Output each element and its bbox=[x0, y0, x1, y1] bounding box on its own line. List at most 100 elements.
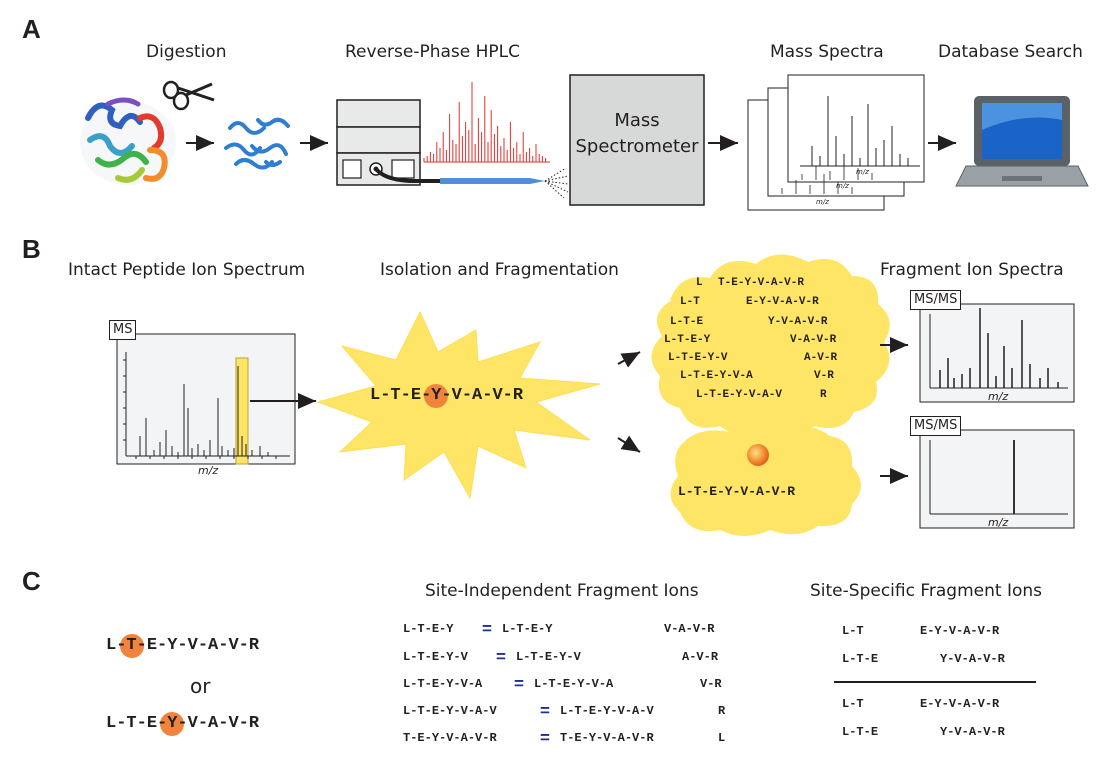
indep-left-row-residue: E bbox=[431, 650, 440, 664]
cloud-left-fragment-residue: E bbox=[690, 334, 698, 346]
indep-right-row-residue: R bbox=[718, 704, 726, 718]
indep-left-row-residue: E bbox=[431, 622, 440, 636]
indep-right-row-dash: - bbox=[703, 650, 711, 664]
indep-right-row: V-R bbox=[700, 677, 722, 691]
specific-bottom-right-residue: R bbox=[997, 725, 1005, 739]
msms-spectrum-box-bottom bbox=[919, 429, 1075, 529]
specific-top-left-residue: T bbox=[850, 649, 870, 669]
indep-mid-row-residue: L bbox=[534, 677, 542, 691]
cloud-left-fragment-residue: Y bbox=[729, 385, 748, 405]
indep-mid-row-residue: Y bbox=[571, 674, 591, 694]
indep-left-row: L-T-E-Y bbox=[403, 619, 453, 639]
burst-peptide: L-T-E-Y-V-A-V-R bbox=[370, 383, 523, 408]
indep-mid-row: L-T-E-Y-V-A-V bbox=[560, 701, 654, 721]
cloud-right-fragment-residue: A bbox=[770, 277, 778, 289]
indep-right-row-residue: V bbox=[692, 622, 701, 636]
indep-left-row-residue: Y bbox=[425, 728, 446, 748]
indep-left-row: L-T-E-Y-V bbox=[403, 647, 468, 667]
equals-sign: = bbox=[482, 619, 492, 638]
specific-top-left: L-T bbox=[842, 621, 870, 641]
specific-bottom-right-residue: R bbox=[992, 697, 1000, 711]
indep-left-row-residue: R bbox=[489, 731, 497, 745]
indep-mid-row: T-E-Y-V-A-V-R bbox=[553, 728, 654, 748]
cloud-right-fragment-residue: A bbox=[803, 334, 810, 346]
indep-right-row: R bbox=[718, 704, 725, 718]
cloud-left-fragment-dash: - bbox=[768, 389, 776, 401]
indep-left-row-dash: - bbox=[439, 731, 447, 745]
indep-left-row-residue: Y bbox=[446, 650, 454, 664]
indep-mid-row-residue: V bbox=[617, 704, 625, 718]
isolation-fragmentation-label: Isolation and Fragmentation bbox=[380, 260, 619, 280]
indep-mid-row-residue: E bbox=[544, 650, 553, 664]
indep-mid-row-residue: A bbox=[606, 677, 614, 691]
indep-mid-row-residue: Y bbox=[597, 701, 617, 721]
c-bottom-dash: - bbox=[157, 714, 168, 733]
equals-sign: = bbox=[540, 701, 550, 720]
site-independent-label: Site-Independent Fragment Ions bbox=[425, 581, 699, 601]
indep-right-row-dash: - bbox=[671, 622, 679, 636]
indep-mid-row-residue: V bbox=[632, 731, 640, 745]
protein-icon bbox=[80, 97, 176, 185]
indep-left-row-residue: V bbox=[460, 704, 468, 718]
cloud-left-fragment-dash: - bbox=[739, 370, 747, 382]
equals-sign: = bbox=[514, 674, 524, 693]
cloud-right-fragment-residue: V bbox=[781, 316, 788, 328]
specific-bottom-left-residue: T bbox=[856, 697, 864, 711]
indep-mid-row-dash: - bbox=[538, 622, 546, 636]
cloud-left-fragment-residue: L bbox=[680, 296, 687, 308]
specific-bottom-right-dash: - bbox=[947, 725, 955, 739]
cloud-right-fragment-dash: - bbox=[820, 370, 828, 382]
indep-left-row-residue: E bbox=[417, 731, 425, 745]
indep-mid-row-residue: E bbox=[574, 731, 582, 745]
indep-left-row-residue: A bbox=[475, 704, 483, 718]
burst-dash: - bbox=[380, 386, 391, 405]
cloud-right-fragment: R bbox=[820, 389, 827, 401]
burst-dash: - bbox=[421, 386, 432, 405]
cloud-left-fragment-dash: - bbox=[715, 389, 723, 401]
stack-mz-3: m/z bbox=[816, 198, 829, 206]
indep-mid-row-dash: - bbox=[567, 704, 575, 718]
stack-mz-1: m/z bbox=[856, 168, 869, 176]
cloud-right-fragment-dash: - bbox=[737, 277, 745, 289]
cloud-right-fragment-dash: - bbox=[809, 334, 817, 346]
seq-bottom: L-T-E-Y-V-A-V-R bbox=[106, 711, 260, 736]
c-top-dash: - bbox=[136, 636, 147, 655]
cloud-left-fragment-residue: L bbox=[668, 352, 675, 364]
cloud-left-fragment-dash: - bbox=[670, 334, 678, 346]
cloud-left-fragment-residue: L bbox=[670, 316, 677, 328]
cloud-left-fragment-residue: T bbox=[683, 316, 690, 328]
cloud-left-fragment-residue: A bbox=[746, 370, 753, 382]
cloud-right-fragment-residue: R bbox=[820, 389, 827, 401]
cloud-left-fragment-residue: L bbox=[680, 370, 687, 382]
specific-bottom-right-dash: - bbox=[976, 725, 984, 739]
arrow-fragment-top bbox=[617, 351, 641, 368]
indep-mid-row-residue: T bbox=[530, 650, 538, 664]
specific-top-left-dash: - bbox=[849, 652, 857, 666]
burst-dash: - bbox=[441, 386, 452, 405]
indep-left-row-residue: V bbox=[446, 731, 454, 745]
indep-mid-row-residue: R bbox=[646, 731, 654, 745]
indep-mid-row-residue: V bbox=[573, 650, 581, 664]
specific-bottom-left: L-T-E bbox=[842, 725, 878, 739]
c-top-dash: - bbox=[197, 636, 209, 655]
cloud-left-fragment: L-T-E-Y-V-A-V bbox=[696, 385, 782, 405]
cloud-left-fragment-residue: E bbox=[696, 316, 704, 328]
indep-left-row-residue: Y bbox=[446, 704, 454, 718]
msms-label-top: MS/MS bbox=[910, 290, 962, 310]
c-bottom-dash: - bbox=[197, 714, 209, 733]
specific-bottom-left-residue: L bbox=[842, 697, 850, 711]
indep-left-row-dash: - bbox=[482, 704, 490, 718]
specific-bottom-left-dash: - bbox=[849, 697, 857, 711]
indep-mid-row-residue: A bbox=[632, 704, 640, 718]
indep-left-row: L-T-E-Y-V-A-V bbox=[403, 701, 497, 721]
indep-left-row-dash: - bbox=[453, 650, 461, 664]
fragment-spectra-label: Fragment Ion Spectra bbox=[880, 260, 1064, 280]
specific-bottom-left-residue: T bbox=[856, 725, 864, 739]
c-bottom-dash: - bbox=[218, 714, 229, 733]
indep-left-row-dash: - bbox=[439, 622, 447, 636]
specific-bottom-right-residue: V bbox=[954, 725, 962, 739]
cloud-left-fragment-residue: E bbox=[722, 389, 730, 401]
cloud-right-fragment: V-R bbox=[814, 370, 834, 382]
indep-left-row-residue: V bbox=[460, 677, 468, 691]
c-bottom-residue: R bbox=[248, 714, 260, 733]
